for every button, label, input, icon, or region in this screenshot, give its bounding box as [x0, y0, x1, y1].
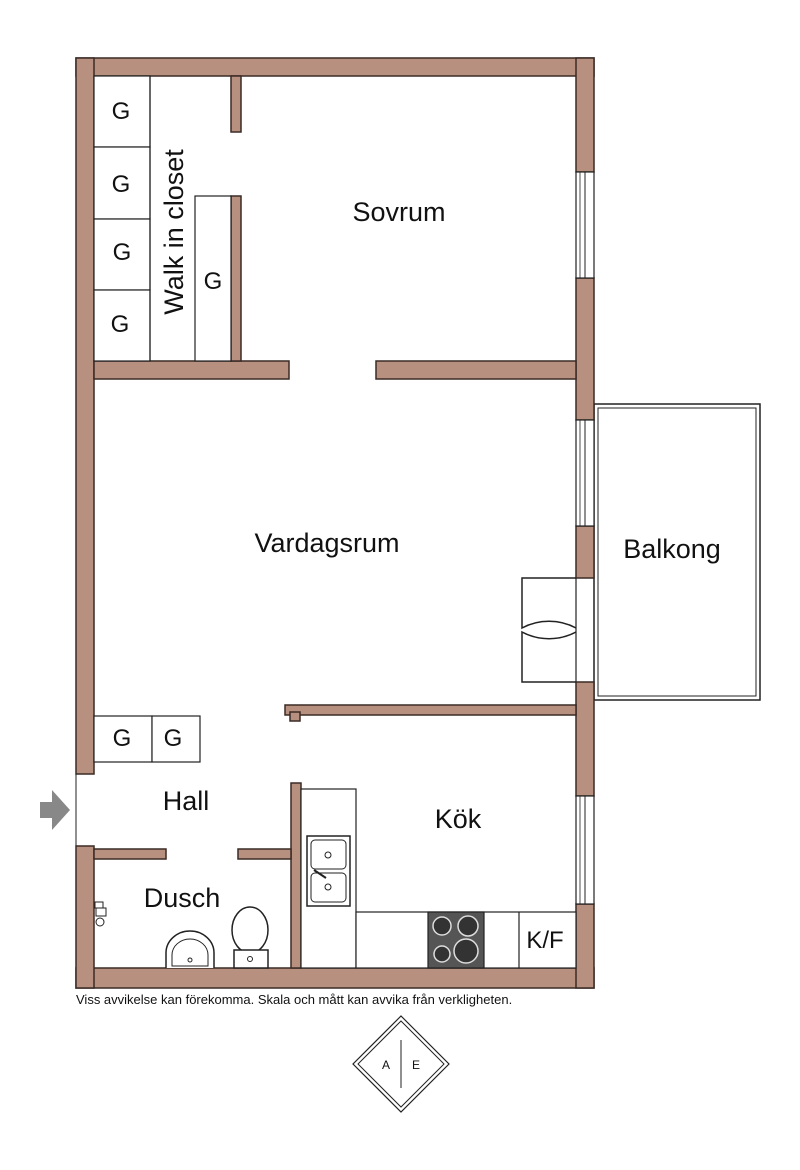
wardrobe-label: G [112, 171, 131, 198]
room-label-dusch: Dusch [144, 883, 221, 913]
balcony-door [521, 577, 577, 683]
wardrobe-label: G [164, 725, 183, 752]
window-vardagsrum [575, 419, 595, 527]
room-label-walk-in-closet: Walk in closet [159, 149, 189, 315]
logo-letter-right: E [412, 1058, 420, 1072]
room-label-hall: Hall [163, 786, 210, 816]
fridge-freezer-label: K/F [526, 927, 563, 954]
wardrobe-label: G [111, 311, 130, 338]
washbasin-icon [165, 930, 215, 968]
window-sovrum [575, 171, 595, 279]
wardrobe-label: G [112, 98, 131, 125]
entrance-arrow-icon [40, 790, 70, 830]
hall-wardrobes [93, 715, 201, 763]
room-label-kok: Kök [435, 804, 482, 834]
kitchen-sink-icon [306, 835, 351, 907]
logo: A E [352, 1015, 450, 1113]
outer-walls [75, 57, 595, 989]
closet-wardrobes [93, 75, 232, 362]
toilet-icon [231, 906, 269, 969]
shower-icon [94, 901, 107, 927]
room-label-sovrum: Sovrum [352, 197, 445, 227]
wardrobe-label: G [113, 239, 132, 266]
window-kok [575, 795, 595, 905]
room-label-vardagsrum: Vardagsrum [254, 528, 399, 558]
stove-icon [427, 911, 485, 969]
room-label-balkong: Balkong [623, 534, 721, 564]
disclaimer-text: Viss avvikelse kan förekomma. Skala och … [76, 992, 513, 1007]
logo-letter-left: A [382, 1058, 390, 1072]
windows [575, 171, 595, 905]
wardrobe-label: G [113, 725, 132, 752]
wardrobe-label: G [204, 268, 223, 295]
